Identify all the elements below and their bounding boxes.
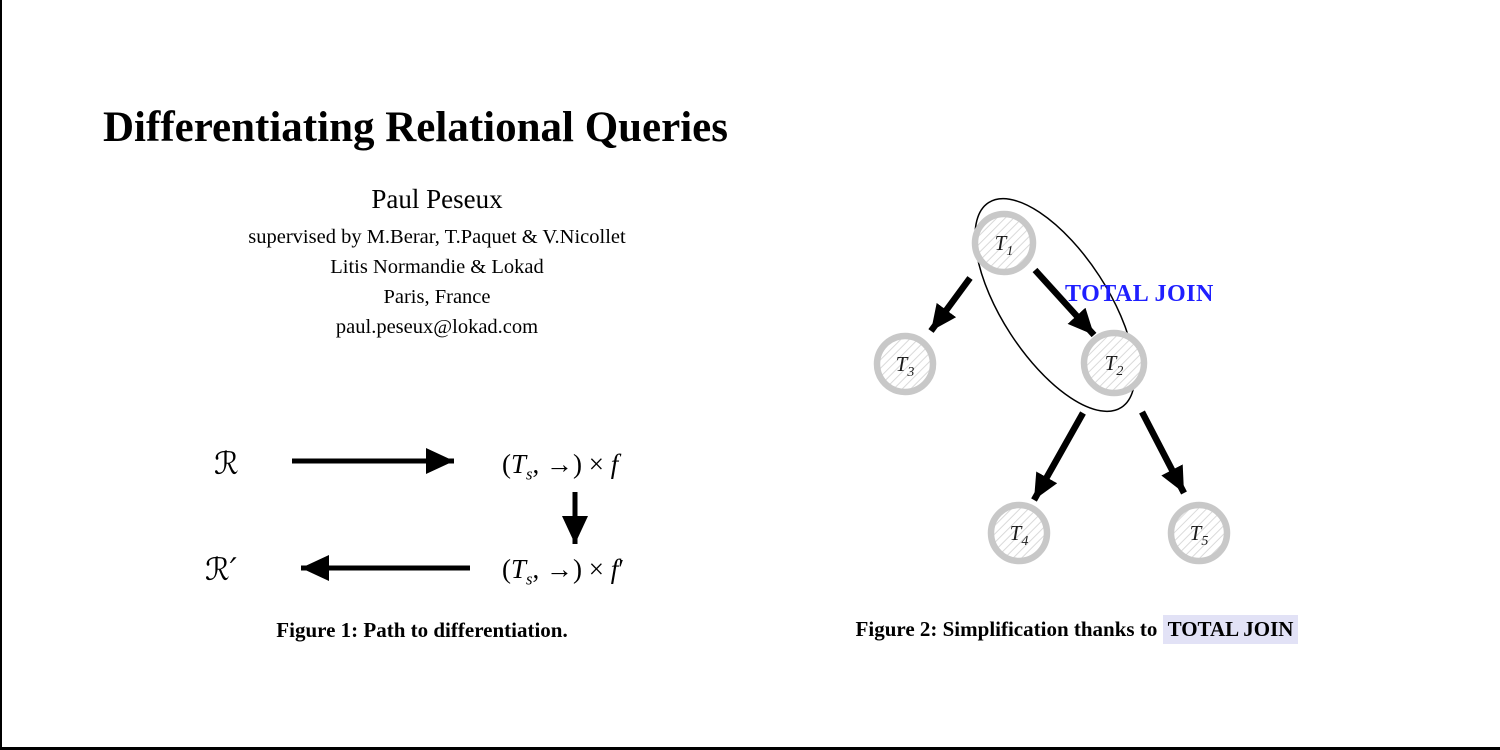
author-supervised: supervised by M.Berar, T.Paquet & V.Nico… bbox=[248, 226, 626, 248]
node-t4 bbox=[987, 501, 1051, 565]
figure-2-caption-text: Figure 2: Simplification thanks to bbox=[855, 617, 1163, 641]
expr-ts-fprime: (Ts, →) × f′ bbox=[502, 554, 624, 589]
edge-t2-t5 bbox=[1139, 410, 1187, 495]
math-token: s bbox=[526, 464, 533, 484]
node-t3-label: T3 bbox=[896, 352, 915, 380]
total-join-highlight: TOTAL JOIN bbox=[1162, 615, 1299, 644]
script-r-prime-label: ℛ′ bbox=[205, 552, 237, 588]
author-block: Paul Peseux supervised by M.Berar, T.Paq… bbox=[152, 184, 722, 342]
author-name: Paul Peseux bbox=[371, 184, 503, 214]
node-t1 bbox=[971, 210, 1037, 276]
node-t2-label: T2 bbox=[1105, 351, 1124, 379]
paper-title: Differentiating Relational Queries bbox=[103, 104, 728, 151]
node-t5 bbox=[1167, 501, 1231, 565]
author-email: paul.peseux@lokad.com bbox=[335, 316, 539, 338]
math-token: f bbox=[610, 554, 619, 584]
figure-1-caption: Figure 1: Path to differentiation. bbox=[276, 618, 568, 642]
figure-2-diagram: TOTAL JOIN T1 T2 T3 T4 T5 bbox=[873, 197, 1231, 565]
node-t2 bbox=[1080, 329, 1148, 397]
math-token: ′ bbox=[618, 554, 625, 584]
author-location: Paris, France bbox=[383, 286, 491, 308]
math-token: ( bbox=[502, 554, 511, 584]
node-t5-label: T5 bbox=[1190, 521, 1209, 549]
math-token: T bbox=[511, 554, 527, 584]
math-token: f bbox=[610, 449, 619, 479]
expr-ts-f: (Ts, →) × f bbox=[502, 449, 618, 484]
total-join-label: TOTAL JOIN bbox=[1065, 281, 1214, 307]
math-token: ( bbox=[502, 449, 511, 479]
math-token: s bbox=[526, 569, 533, 589]
author-affiliation: Litis Normandie & Lokad bbox=[330, 256, 544, 278]
edge-t1-t3 bbox=[928, 276, 973, 333]
node-t1-label: T1 bbox=[995, 231, 1014, 259]
figure-2-caption: Figure 2: Simplification thanks to TOTAL… bbox=[812, 615, 1342, 644]
node-t4-label: T4 bbox=[1010, 521, 1029, 549]
figure-1-diagram bbox=[292, 448, 588, 581]
join-ellipse bbox=[974, 197, 1136, 413]
math-token: T bbox=[511, 449, 527, 479]
edge-t2-t4 bbox=[1031, 411, 1086, 502]
math-token: , →) × bbox=[532, 554, 611, 584]
node-t3 bbox=[873, 332, 937, 396]
edge-t1-t2 bbox=[1032, 267, 1097, 338]
math-token: , →) × bbox=[532, 449, 611, 479]
script-r-label: ℛ bbox=[214, 446, 239, 482]
